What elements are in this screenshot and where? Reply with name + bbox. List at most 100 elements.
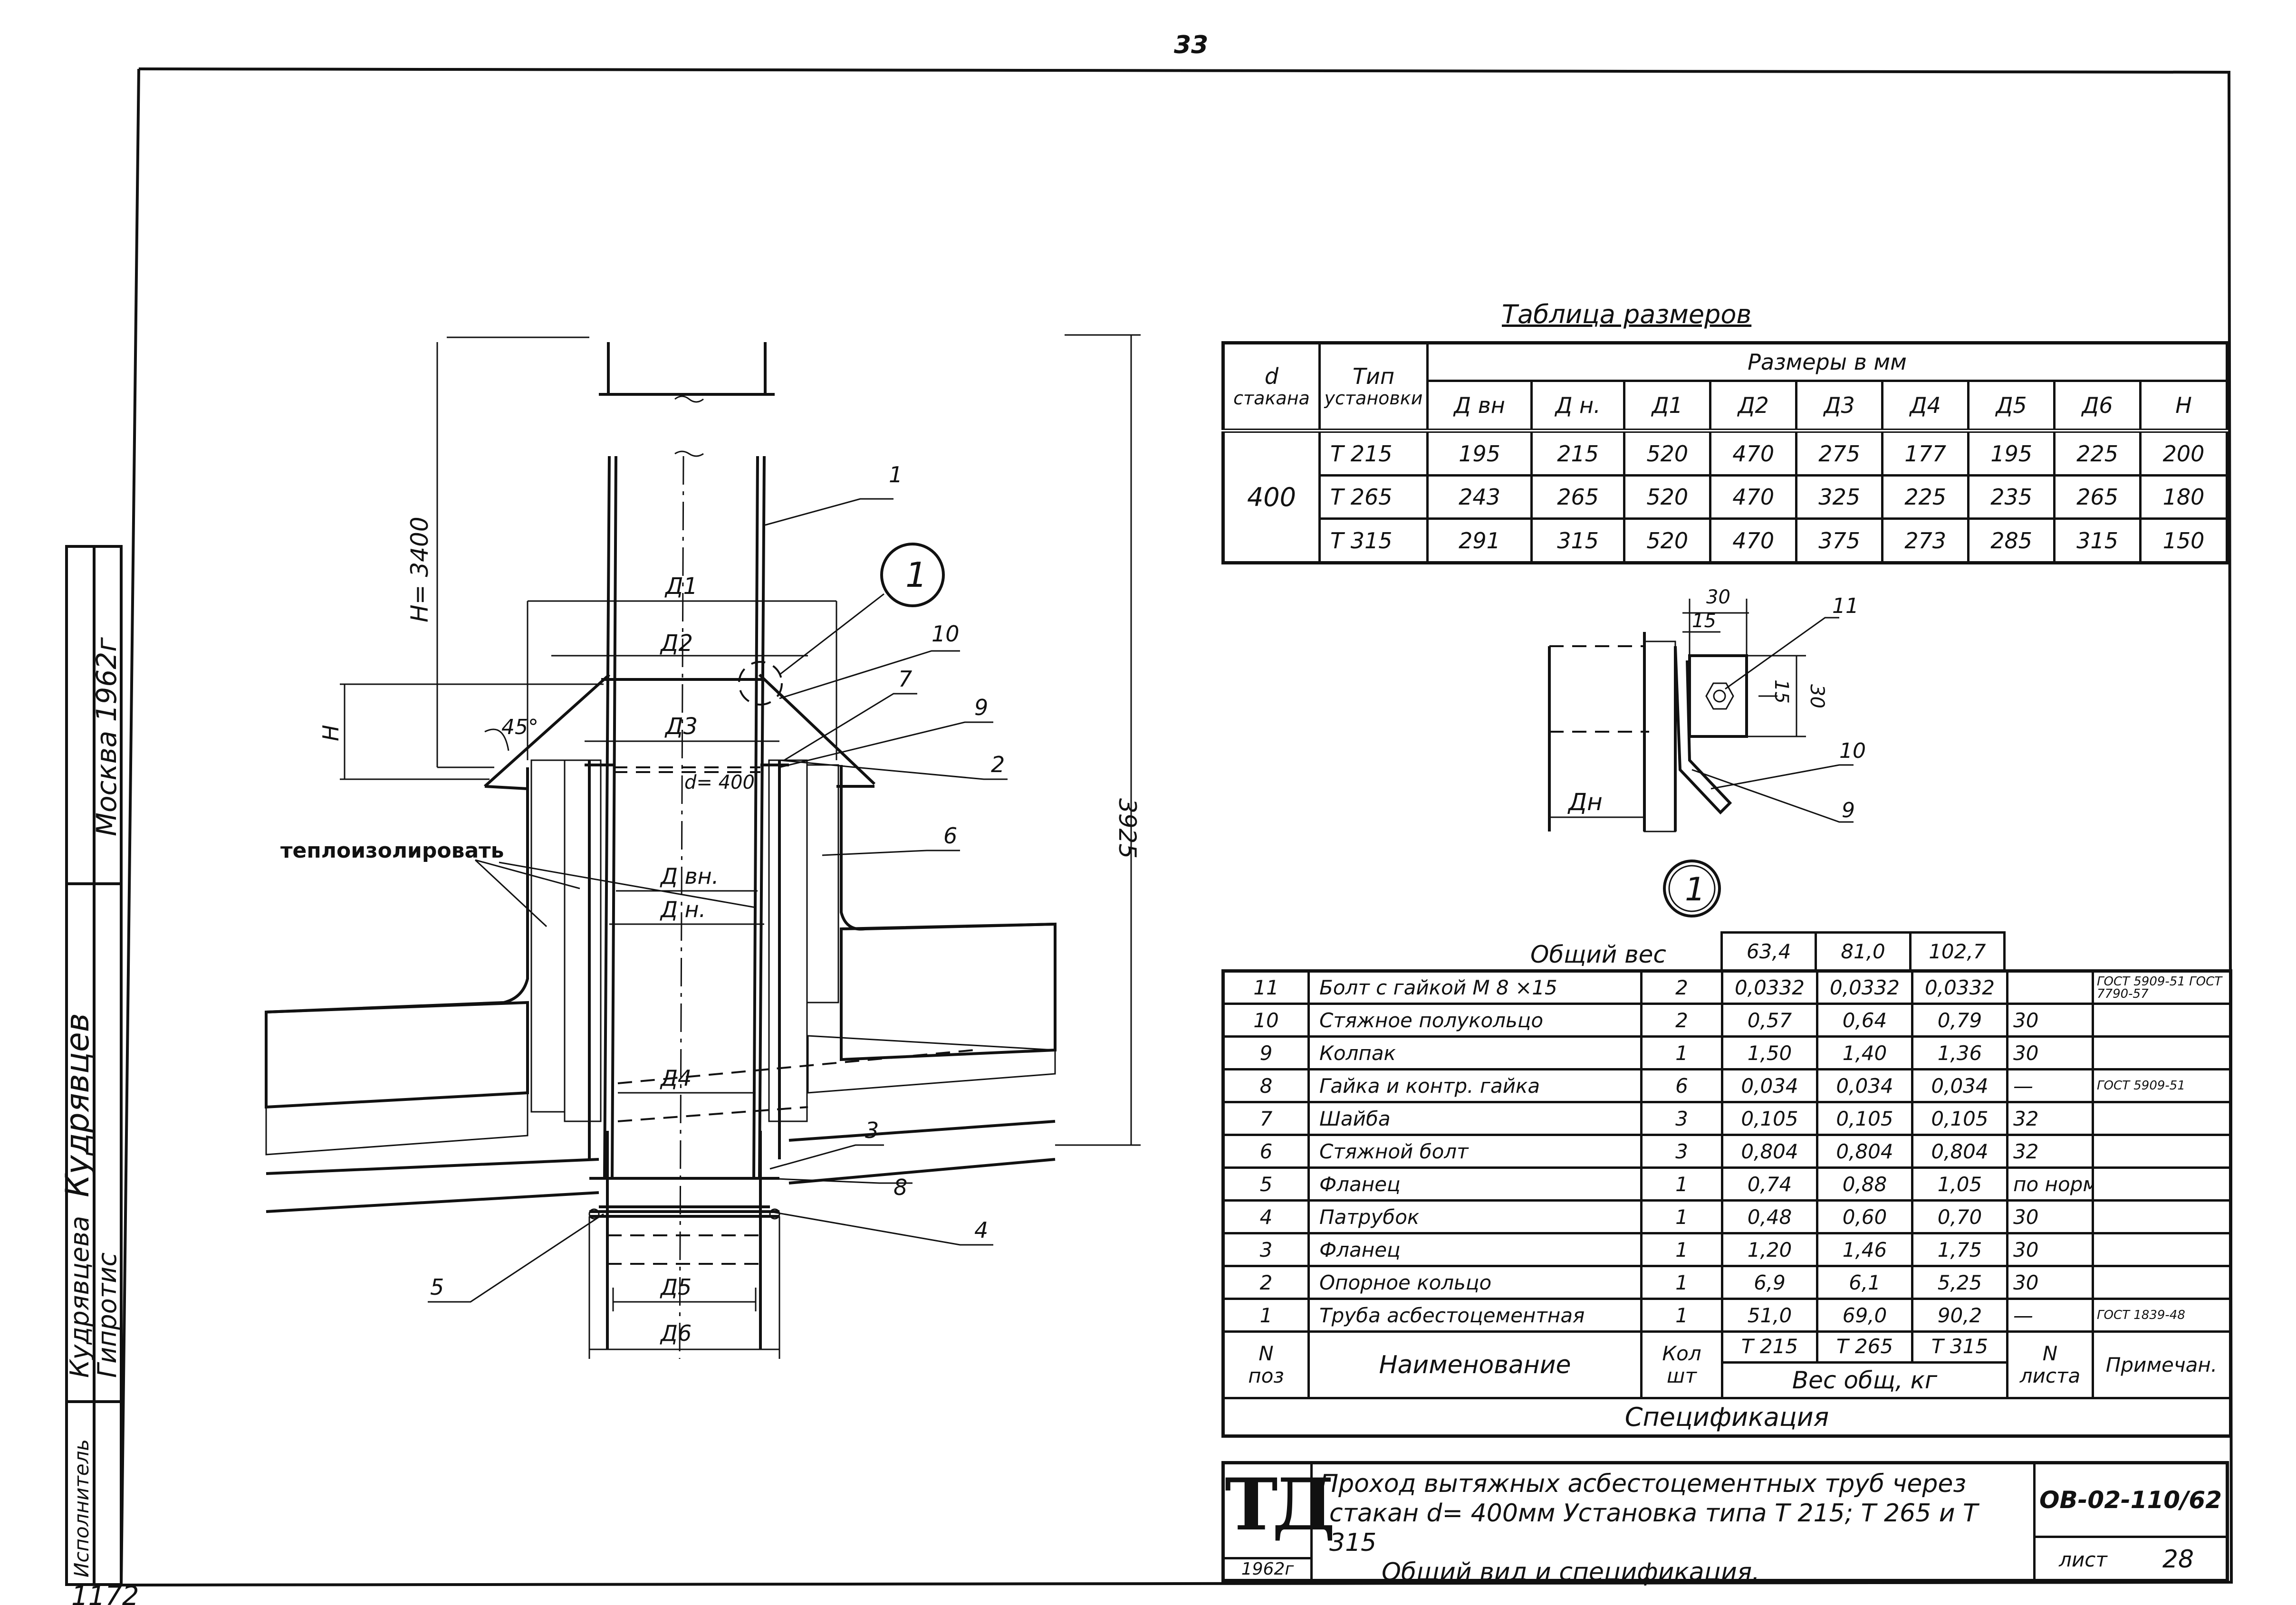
spec-cell-note <box>2092 1199 2232 1234</box>
spec-cell-w1: 1,20 <box>1721 1232 1818 1267</box>
spec-cell-name: Гайка и контр. гайка <box>1307 1068 1643 1103</box>
spec-cell-w3: 90,2 <box>1911 1298 2008 1333</box>
dim-cell: 235 <box>1967 474 2056 520</box>
spec-cell-sheet: — <box>2006 1298 2094 1333</box>
spec-cell-w2: 0,60 <box>1816 1199 1913 1234</box>
dim-col-head: Д вн <box>1426 380 1533 432</box>
dim-cell: 265 <box>1530 474 1626 520</box>
dim-cell: 215 <box>1530 429 1626 477</box>
dim-cell: 315 <box>2053 517 2142 564</box>
insulate-label: теплоизолировать <box>280 839 504 863</box>
dim-cell: 291 <box>1426 517 1533 564</box>
svg-text:9: 9 <box>1842 798 1855 822</box>
svg-text:5: 5 <box>430 1274 444 1300</box>
spec-cell-pos: 8 <box>1222 1068 1310 1103</box>
svg-text:10: 10 <box>932 621 960 647</box>
total-height-label: 3925 <box>1114 798 1141 859</box>
spec-cell-qty: 1 <box>1640 1298 1723 1333</box>
svg-text:Д5: Д5 <box>660 1274 692 1300</box>
spec-cell-qty: 1 <box>1640 1232 1723 1267</box>
dim-cell: 273 <box>1881 517 1970 564</box>
dim-cell: 285 <box>1967 517 2056 564</box>
detail-dn: Дн <box>1567 788 1603 816</box>
sheet-label: лист <box>2059 1548 2107 1571</box>
svg-text:Д1: Д1 <box>664 573 698 600</box>
title-line-2: стакан d= 400мм Установка типа Т 215; Т … <box>1329 1499 1978 1557</box>
spec-cell-w2: 1,46 <box>1816 1232 1913 1267</box>
head-type: Тип <box>1352 363 1395 390</box>
spec-cell-w2: 0,105 <box>1816 1101 1913 1136</box>
svg-text:Д6: Д6 <box>660 1320 692 1346</box>
spec-cell-w2: 6,1 <box>1816 1265 1913 1300</box>
total-t265: 81,0 <box>1817 934 1912 969</box>
dim-cell: 470 <box>1709 429 1798 477</box>
spec-cell-w1: 0,105 <box>1721 1101 1818 1136</box>
spec-cell-w3: 0,034 <box>1911 1068 2008 1103</box>
head-weight: Вес общ, кг <box>1792 1366 1938 1394</box>
drawing-code: ОВ-02-110/62 <box>2036 1464 2226 1538</box>
dim-cell: 470 <box>1709 474 1798 520</box>
dim-cell: 375 <box>1795 517 1884 564</box>
page-number: 33 <box>1174 31 1208 59</box>
spec-cell-qty: 3 <box>1640 1101 1723 1136</box>
dim-cell: 243 <box>1426 474 1533 520</box>
dim-col-head: Д5 <box>1967 380 2056 432</box>
dim-col-head: Д4 <box>1881 380 1970 432</box>
dim-cell: 520 <box>1623 517 1712 564</box>
spec-cell-note <box>2092 1035 2232 1070</box>
dim-cell: 520 <box>1623 474 1712 520</box>
svg-text:2: 2 <box>991 752 1005 777</box>
spec-cell-w2: 0,88 <box>1816 1166 1913 1202</box>
spec-cell-note: ГОСТ 5909-51 ГОСТ 7790-57 <box>2092 970 2232 1005</box>
dim-col-head: Д6 <box>2053 380 2142 432</box>
spec-cell-qty: 1 <box>1640 1166 1723 1202</box>
angle-label: 45° <box>501 715 538 739</box>
head-qty: Кол <box>1662 1342 1701 1366</box>
total-t315: 102,7 <box>1929 940 1986 963</box>
dim-type: Т 265 <box>1318 474 1429 520</box>
h-label: H <box>318 725 344 741</box>
sheet-frame <box>121 67 2233 1586</box>
head-sizes: Размеры в мм <box>1426 342 2229 382</box>
spec-cell-pos: 9 <box>1222 1035 1310 1070</box>
svg-text:30: 30 <box>1706 586 1730 608</box>
svg-text:3: 3 <box>865 1118 879 1143</box>
dim-cell: 180 <box>2139 474 2229 520</box>
section-callouts: 1 10 7 9 2 6 3 8 4 5 <box>428 462 1008 1303</box>
spec-cell-w2: 0,0332 <box>1816 970 1913 1005</box>
spec-cell-name: Фланец <box>1307 1232 1643 1267</box>
dim-col-head: Д3 <box>1795 380 1884 432</box>
svg-text:Д4: Д4 <box>660 1065 692 1091</box>
head-sheet-n: N <box>2042 1342 2058 1366</box>
spec-cell-sheet: 32 <box>2006 1134 2094 1169</box>
head-sheet: листа <box>2019 1364 2081 1387</box>
dim-cell: 520 <box>1623 429 1712 477</box>
title-line-1: Проход вытяжных асбестоцементных труб че… <box>1320 1470 1966 1498</box>
head-t215: Т 215 <box>1723 1333 1818 1361</box>
spec-cell-note <box>2092 1232 2232 1267</box>
dim-cell: 325 <box>1795 474 1884 520</box>
dim-col-head: Д2 <box>1709 380 1798 432</box>
spec-cell-note <box>2092 1265 2232 1300</box>
head-stakana: стакана <box>1233 387 1310 409</box>
spec-cell-w1: 0,74 <box>1721 1166 1818 1202</box>
spec-cell-name: Труба асбестоцементная <box>1307 1298 1643 1333</box>
title-block: ТД 1962г Проход вытяжных асбестоцементны… <box>1221 1461 2229 1586</box>
spec-cell-sheet: 30 <box>2006 1232 2094 1267</box>
head-note: Примечан. <box>2092 1330 2232 1399</box>
svg-text:Д н.: Д н. <box>660 897 706 922</box>
spec-cell-w1: 0,48 <box>1721 1199 1818 1234</box>
spec-cell-qty: 1 <box>1640 1199 1723 1234</box>
dim-col-head: Д н. <box>1530 380 1626 432</box>
spec-cell-note: ГОСТ 1839-48 <box>2092 1298 2232 1333</box>
spec-cell-name: Стяжное полукольцо <box>1307 1003 1643 1038</box>
detail-view: 30 15 15 30 Дн 11 10 9 1 <box>1548 586 1866 917</box>
